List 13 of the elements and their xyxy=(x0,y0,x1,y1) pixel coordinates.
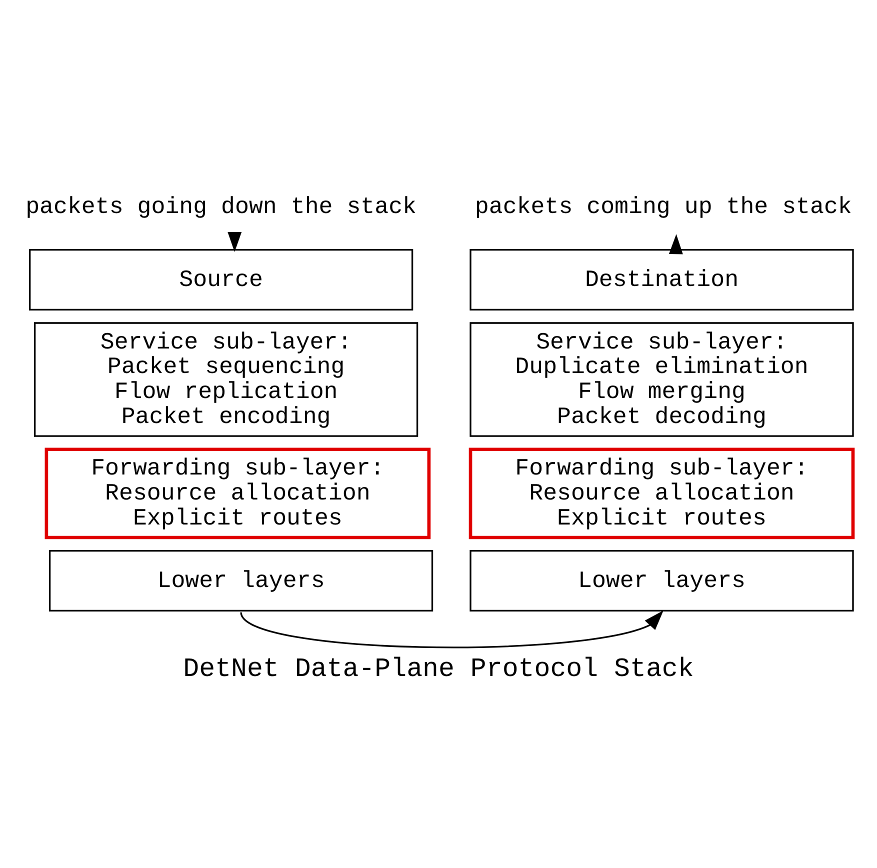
node-box: Service sub-layer: Duplicate elimination Flow merging Packet decoding xyxy=(470,322,854,437)
node-box: Forwarding sub-layer: Resource allocation Explicit routes xyxy=(44,448,431,540)
caption: DetNet Data-Plane Protocol Stack xyxy=(183,654,694,684)
arrow xyxy=(668,234,683,254)
arrow xyxy=(228,232,242,252)
node-box: Lower layers xyxy=(48,550,434,612)
node-box: Forwarding sub-layer: Resource allocation Explicit routes xyxy=(468,448,855,540)
node-text: packets coming up the stack xyxy=(474,194,852,220)
node-box: Lower layers xyxy=(470,550,854,612)
node-text: packets going down the stack xyxy=(26,194,417,220)
arrow xyxy=(240,610,664,648)
node-box: Service sub-layer: Packet sequencing Flow replication Packet encoding xyxy=(34,322,418,437)
node-box: Source xyxy=(28,249,414,311)
